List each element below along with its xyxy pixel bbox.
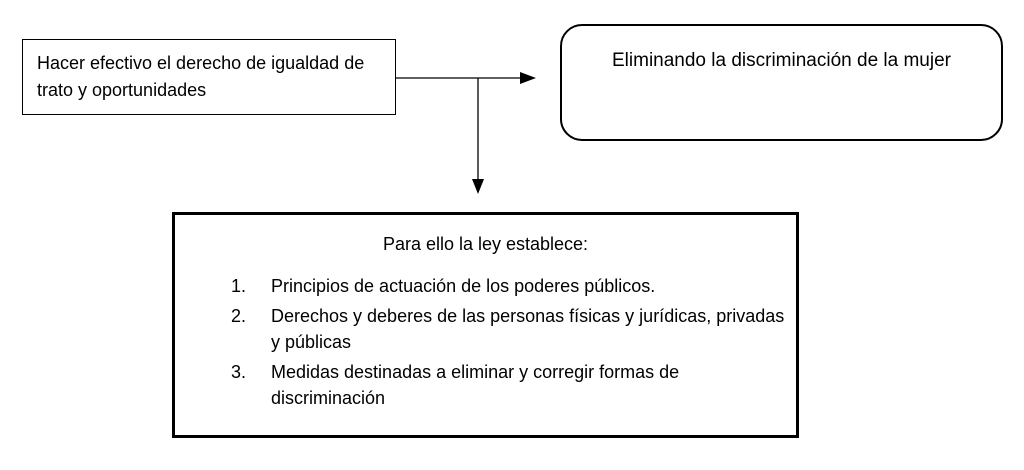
law-title: Para ello la ley establece:	[382, 234, 589, 254]
list-item: 3.Medidas destinadas a eliminar y correg…	[231, 362, 680, 408]
arrow-right	[520, 72, 536, 84]
goal-box: Eliminando la discriminación de la mujer	[560, 24, 1003, 141]
source-box: Hacer efectivo el derecho de igualdad de…	[22, 39, 396, 115]
list-item: 2.Derechos y deberes de las personas fís…	[231, 306, 785, 352]
law-box: Para ello la ley establece: 1.Principios…	[172, 212, 799, 438]
arrow-down	[472, 179, 484, 194]
list-item: 1.Principios de actuación de los poderes…	[231, 276, 656, 296]
